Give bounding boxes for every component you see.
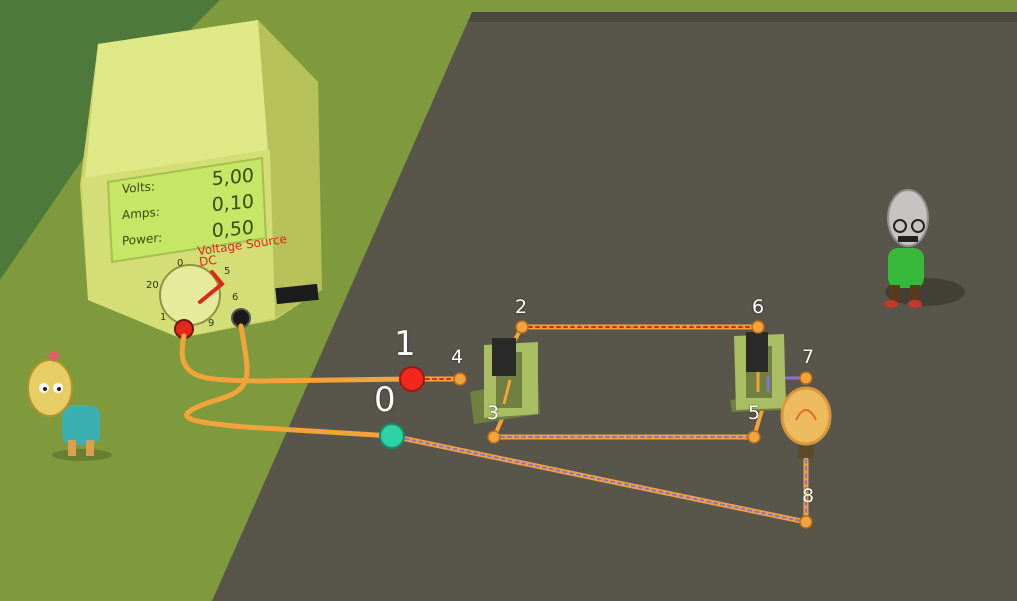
terminal-0-label: 0 xyxy=(374,380,396,420)
terminal-1-label: 1 xyxy=(394,324,416,364)
lightbulb-icon[interactable] xyxy=(780,386,832,458)
circuit-board xyxy=(212,12,1017,601)
node-label-8: 8 xyxy=(802,485,815,507)
character-left xyxy=(27,350,112,461)
node-label-4: 4 xyxy=(451,346,464,368)
dial-number: 9 xyxy=(208,318,215,329)
dial-number: 20 xyxy=(146,280,159,291)
node-8 xyxy=(799,515,813,529)
switch-left[interactable] xyxy=(470,338,540,424)
node-label-3: 3 xyxy=(487,402,500,424)
wire-nodes[interactable] xyxy=(453,320,813,529)
dial-number: 0 xyxy=(177,258,184,269)
back-wall xyxy=(0,0,220,280)
dial-number: 6 xyxy=(232,292,239,303)
node-4 xyxy=(453,372,467,386)
node-label-2: 2 xyxy=(515,296,528,318)
slot xyxy=(275,283,319,305)
node-label-7: 7 xyxy=(802,346,815,368)
dial-number: 5 xyxy=(224,266,231,277)
readout-screen xyxy=(106,156,268,264)
node-6 xyxy=(751,320,765,334)
voltage-source[interactable] xyxy=(80,20,322,339)
node-7 xyxy=(799,371,813,385)
node-2 xyxy=(515,320,529,334)
node-label-6: 6 xyxy=(752,296,765,318)
dial-number: 1 xyxy=(160,312,167,323)
node-3 xyxy=(487,430,501,444)
switch-right[interactable] xyxy=(730,332,788,412)
character-right xyxy=(884,189,965,308)
node-label-5: 5 xyxy=(748,402,761,424)
terminal-1[interactable] xyxy=(399,366,425,392)
node-5 xyxy=(747,430,761,444)
source-leads[interactable] xyxy=(179,323,415,439)
terminal-0[interactable] xyxy=(379,423,405,449)
dial-needle-icon xyxy=(198,270,225,304)
